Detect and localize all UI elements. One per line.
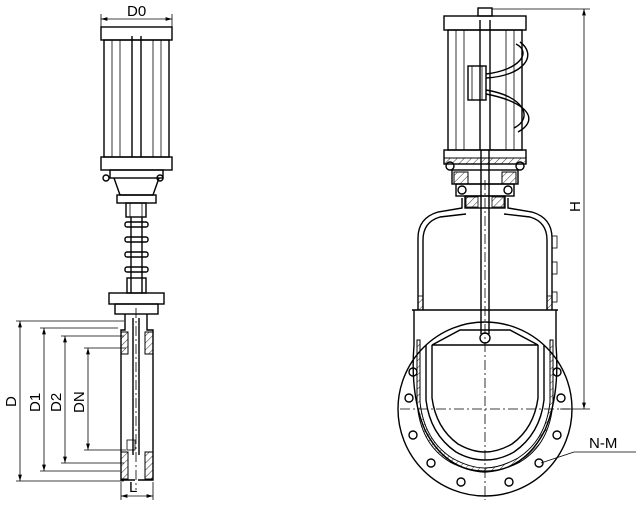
label-d1: D1 — [27, 393, 44, 412]
side-view: D0 D D1 D2 DN L — [3, 3, 173, 500]
side-body-flange — [108, 292, 165, 315]
leader-nm: N-M — [540, 435, 636, 464]
side-bracket — [113, 177, 160, 218]
front-cylinder — [443, 7, 530, 171]
side-body — [120, 308, 154, 490]
dim-l: L — [120, 479, 154, 500]
label-d0: D0 — [127, 3, 146, 20]
label-h: H — [567, 201, 584, 212]
label-l: L — [129, 479, 137, 496]
front-bonnet — [412, 198, 558, 311]
side-cylinder — [100, 26, 173, 182]
label-dn: DN — [71, 391, 88, 413]
front-body — [397, 180, 573, 500]
side-stem — [124, 217, 149, 294]
dim-diameters: D D1 D2 DN — [3, 320, 126, 482]
front-view: H N-M — [397, 7, 636, 500]
dim-h: H — [492, 8, 590, 410]
dim-d0: D0 — [100, 3, 173, 28]
front-gate — [431, 329, 539, 346]
label-d2: D2 — [48, 393, 65, 412]
label-nm: N-M — [589, 435, 617, 452]
label-d: D — [3, 396, 20, 407]
